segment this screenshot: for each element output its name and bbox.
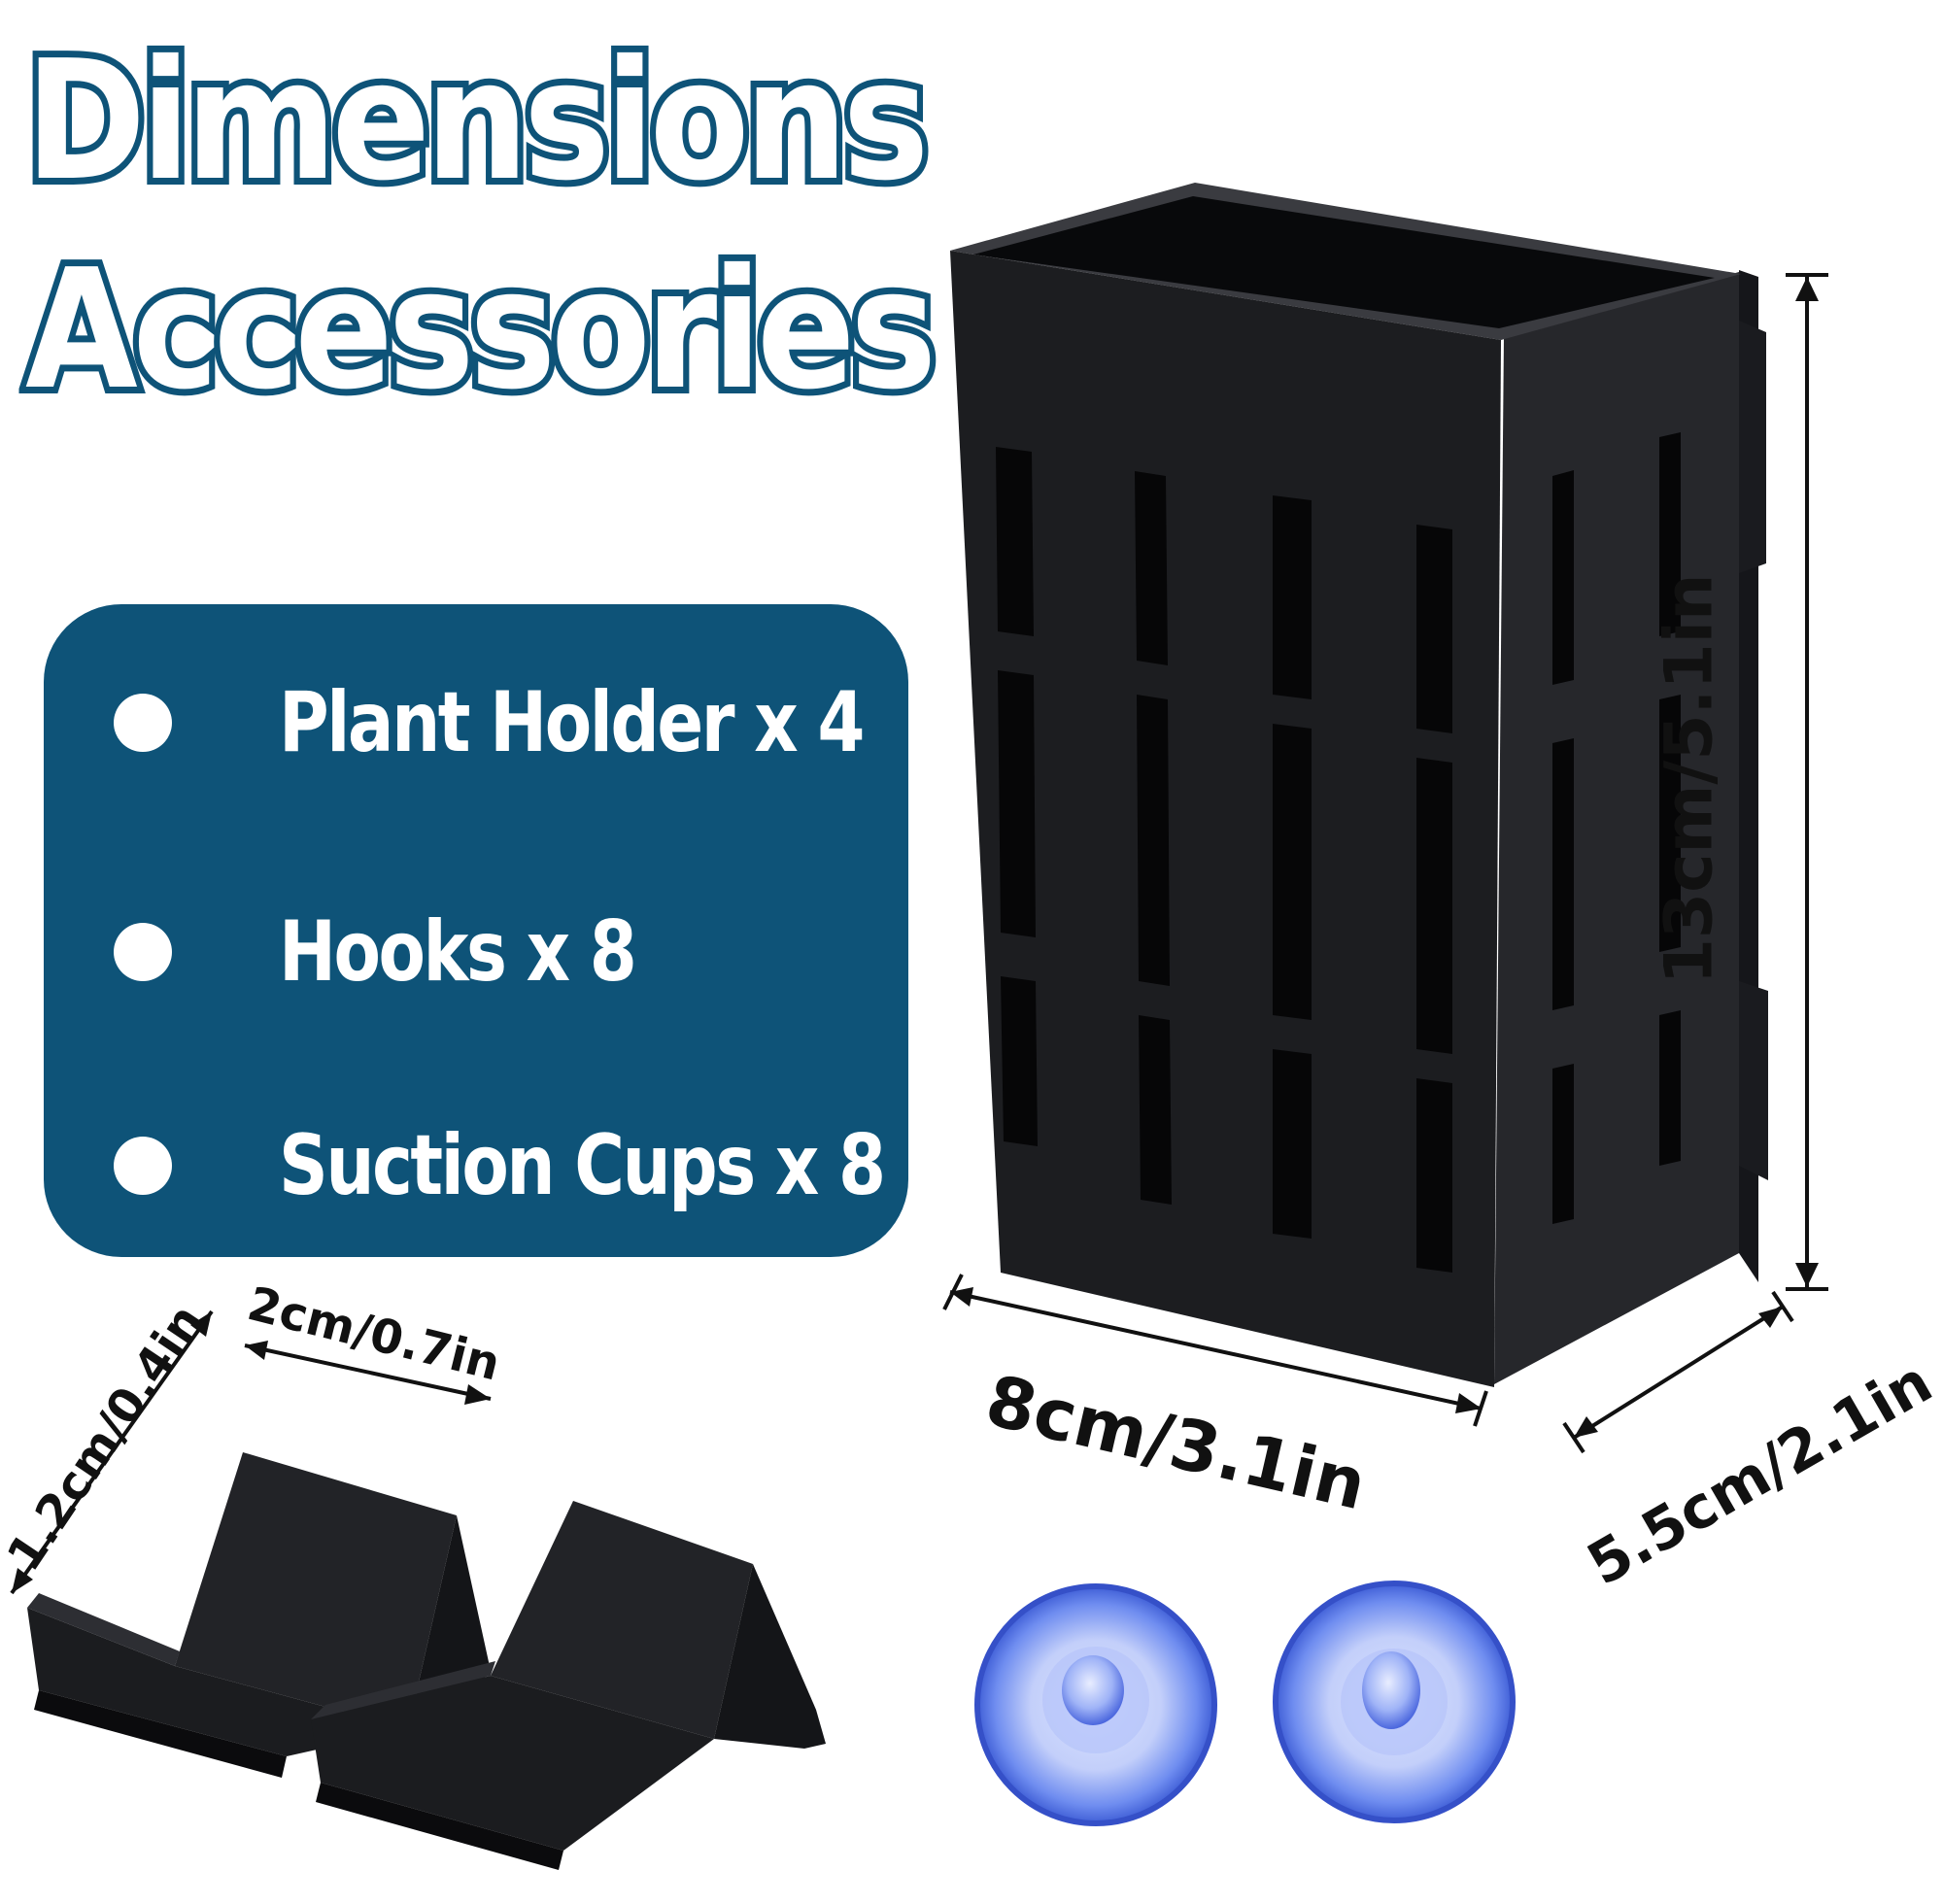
list-item-plant-holder: Plant Holder x 4 <box>114 664 991 781</box>
list-item-hooks: Hooks x 8 <box>114 894 713 1010</box>
plant-holder-basket-icon <box>950 183 1768 1387</box>
bullet-icon <box>114 694 172 752</box>
list-item-suction-cups: Suction Cups x 8 <box>114 1107 1016 1224</box>
bullet-icon <box>114 1137 172 1195</box>
heading-dimensions: Dimensions <box>19 25 936 218</box>
holder-height-label: 13cm/5.1in <box>1651 573 1728 985</box>
accessory-label: Suction Cups x 8 <box>279 1117 886 1214</box>
suction-cup-icon <box>974 1583 1217 1826</box>
bullet-icon <box>114 923 172 981</box>
accessory-label: Hooks x 8 <box>279 903 637 1001</box>
product-illustration <box>10 183 1828 1870</box>
hook-icon <box>311 1501 826 1870</box>
accessory-label: Plant Holder x 4 <box>279 674 865 771</box>
suction-cup-icon <box>1273 1581 1516 1823</box>
accessories-panel: Plant Holder x 4 Hooks x 8 Suction Cups … <box>44 604 908 1257</box>
heading-accessories: Accessories <box>19 234 943 426</box>
